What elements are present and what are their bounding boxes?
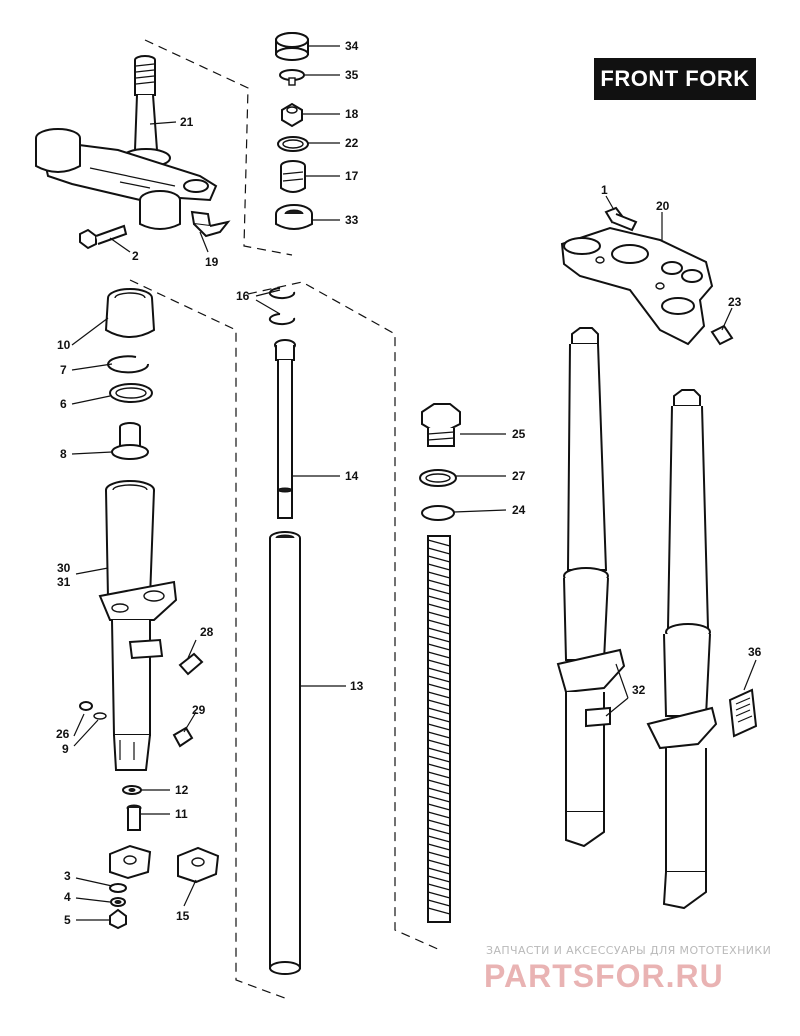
washer-22	[277, 136, 309, 152]
washer-27	[419, 469, 457, 487]
diagram-title: FRONT FORK	[600, 66, 750, 91]
callout-4: 4	[64, 890, 71, 904]
bearing-cup-33	[275, 204, 313, 230]
label-plate-36	[728, 688, 758, 738]
lower-bracket-21	[35, 55, 218, 230]
callout-32: 32	[632, 683, 646, 697]
callout-17: 17	[345, 169, 359, 183]
callout-10: 10	[57, 338, 71, 352]
callout-11: 11	[175, 807, 188, 821]
o-ring-24	[421, 505, 455, 521]
callout-26: 26	[56, 727, 70, 741]
watermark-tagline: ЗАПЧАСТИ И АКСЕССУАРЫ ДЛЯ МОТОТЕХНИКИ	[486, 944, 772, 957]
cap-34	[275, 32, 309, 61]
callout-30: 30	[57, 561, 71, 575]
callout-labels: 34 35 18 22 17 33 21 2 19 16 14 13 10 7 …	[56, 39, 762, 927]
bolt-2	[79, 224, 128, 250]
fork-tube-13	[269, 531, 301, 975]
callout-28: 28	[200, 625, 214, 639]
callout-21: 21	[180, 115, 194, 129]
washer-12	[122, 785, 142, 795]
callout-19: 19	[205, 255, 219, 269]
callout-29: 29	[192, 703, 206, 717]
assembled-fork-left	[556, 327, 626, 848]
callout-5: 5	[64, 913, 71, 927]
leader-lines	[71, 45, 757, 921]
callout-12: 12	[175, 783, 189, 797]
title-banner: FRONT FORK	[594, 58, 756, 100]
callout-20: 20	[656, 199, 670, 213]
callout-13: 13	[350, 679, 364, 693]
screw-26-9	[79, 701, 107, 720]
bolt-1	[604, 206, 638, 232]
washer-35	[279, 69, 305, 86]
assembly-guide-lines	[129, 39, 441, 1001]
watermark-brand: PARTSFOR.RU	[484, 958, 724, 994]
slider-30-31	[98, 480, 178, 771]
retaining-ring-7	[107, 355, 149, 374]
callout-3: 3	[64, 869, 71, 883]
damper-tube-14	[274, 339, 296, 519]
callout-34: 34	[345, 39, 359, 53]
callout-23: 23	[728, 295, 742, 309]
callout-22: 22	[345, 136, 359, 150]
screw-23	[710, 324, 734, 346]
callout-2: 2	[132, 249, 139, 263]
callout-35: 35	[345, 68, 359, 82]
callout-31: 31	[57, 575, 71, 589]
oil-seal-6	[109, 383, 153, 403]
plug-25	[421, 403, 461, 447]
axle-cap-left	[109, 844, 152, 880]
callout-36: 36	[748, 645, 762, 659]
assembled-fork-right	[646, 389, 718, 910]
callout-7: 7	[60, 363, 67, 377]
callout-6: 6	[60, 397, 67, 411]
bushing-8	[111, 422, 149, 460]
callout-14: 14	[345, 469, 359, 483]
callout-16: 16	[236, 289, 250, 303]
nut-18	[281, 102, 303, 128]
bracket-19	[190, 210, 231, 238]
callout-33: 33	[345, 213, 359, 227]
pin-28	[178, 652, 204, 676]
washer-3	[109, 883, 127, 893]
dust-seal-10	[104, 288, 156, 338]
callout-18: 18	[345, 107, 359, 121]
callout-8: 8	[60, 447, 67, 461]
bearing-17	[280, 160, 306, 193]
screw-11	[126, 804, 142, 831]
washer-4	[110, 897, 126, 907]
plug-29	[172, 726, 194, 748]
fork-spring	[427, 535, 451, 923]
axle-cap-15	[177, 846, 220, 884]
rings-16	[269, 287, 296, 325]
callout-1: 1	[601, 183, 608, 197]
nut-5	[109, 908, 127, 930]
callout-15: 15	[176, 909, 190, 923]
callout-24: 24	[512, 503, 526, 517]
callout-25: 25	[512, 427, 526, 441]
callout-9: 9	[62, 742, 69, 756]
upper-bracket-20	[560, 226, 714, 346]
callout-27: 27	[512, 469, 526, 483]
